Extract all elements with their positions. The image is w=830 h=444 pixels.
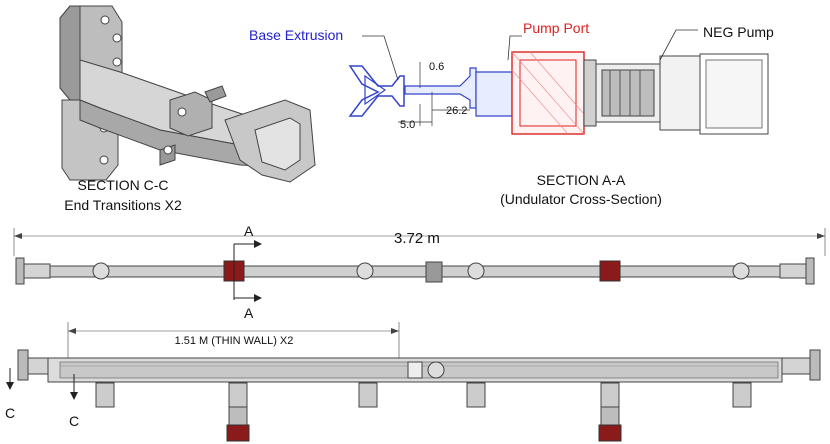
dimension-lines: [398, 62, 470, 126]
section-cc-title: SECTION C-C: [78, 177, 169, 193]
section-aa-title: SECTION A-A: [537, 172, 626, 188]
pump-port-label: Pump Port: [523, 20, 589, 36]
section-aa-subtitle: (Undulator Cross-Section): [500, 191, 662, 207]
undulator-cross-section: [348, 51, 769, 135]
end-transition-render: [59, 5, 316, 183]
top-view: [13, 228, 826, 302]
dimension-width: 5.0: [400, 119, 415, 131]
thin-wall-dimension-label: 1.51 M (THIN WALL) X2: [175, 335, 294, 347]
section-c-marker-left: C: [5, 405, 15, 421]
section-a-marker-top: A: [244, 223, 254, 239]
base-extrusion-label: Base Extrusion: [249, 27, 343, 43]
overall-length-label: 3.72 m: [394, 230, 440, 247]
leader-lines: [362, 29, 698, 81]
section-a-marker-bottom: A: [244, 305, 254, 321]
section-c-marker-right: C: [69, 413, 79, 429]
side-view: [6, 322, 821, 442]
dimension-thickness: 0.6: [429, 61, 444, 73]
section-cc-subtitle: End Transitions X2: [64, 197, 182, 213]
dimension-gap: 26.2: [446, 105, 467, 117]
neg-pump-label: NEG Pump: [703, 24, 774, 40]
